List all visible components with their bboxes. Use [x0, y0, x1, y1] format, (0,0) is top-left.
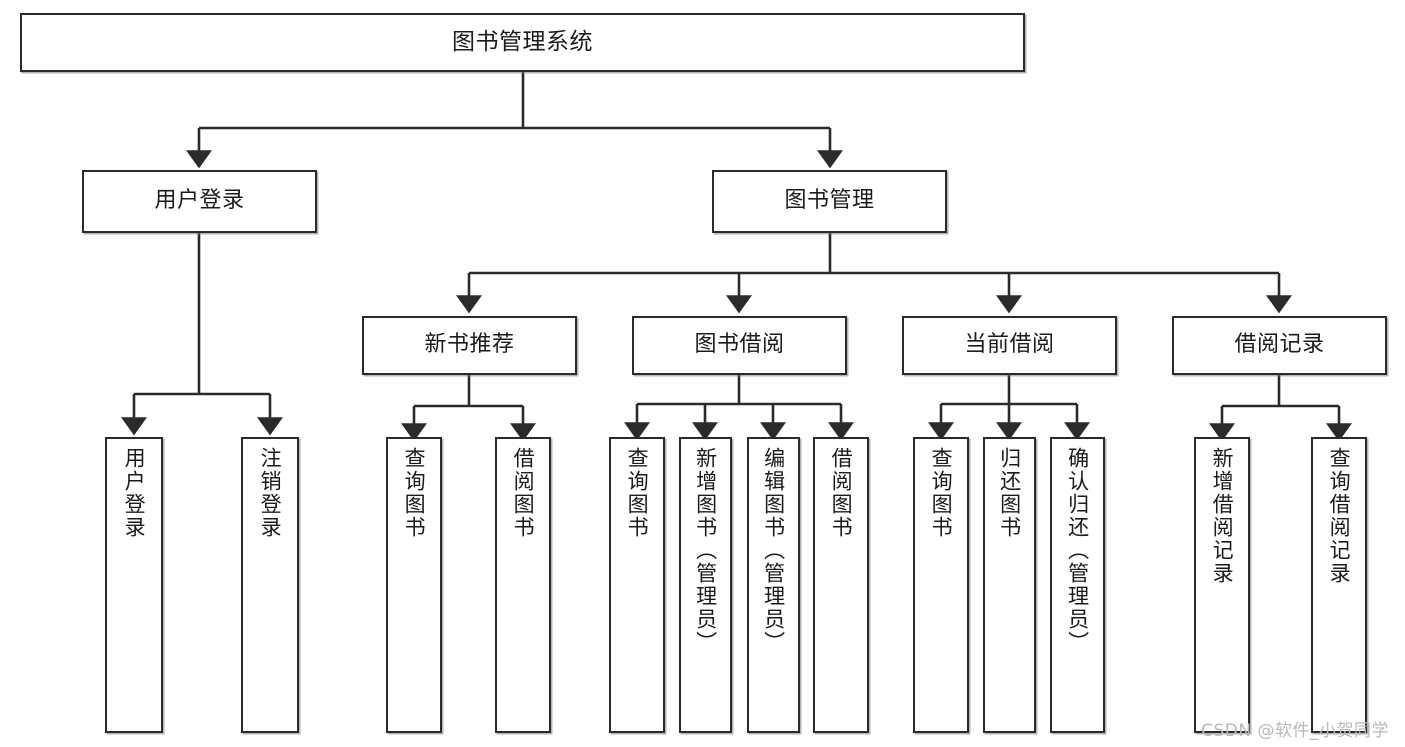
node-borrow-records-label: 借阅记录: [1234, 332, 1325, 358]
leaf-new-book-1-label: 借阅图书: [511, 447, 536, 539]
leaf-current-1[interactable]: 归还图书: [983, 437, 1036, 733]
leaf-user-login-0-label: 用户登录: [122, 447, 147, 539]
leaf-borrow-1[interactable]: 新增图书（管理员）: [679, 437, 732, 733]
leaf-new-book-0-label: 查询图书: [402, 447, 427, 539]
leaf-records-0-label: 新增借阅记录: [1210, 447, 1235, 585]
leaf-borrow-1-label: 新增图书（管理员）: [693, 447, 718, 654]
leaf-borrow-2-label: 编辑图书（管理员）: [761, 447, 786, 654]
leaf-borrow-3-label: 借阅图书: [829, 447, 854, 539]
leaf-current-0[interactable]: 查询图书: [913, 437, 969, 733]
node-book-manage-label: 图书管理: [784, 188, 875, 214]
leaf-new-book-0[interactable]: 查询图书: [386, 437, 442, 733]
node-root[interactable]: 图书管理系统: [20, 13, 1025, 72]
leaf-new-book-1[interactable]: 借阅图书: [495, 437, 551, 733]
leaf-borrow-2[interactable]: 编辑图书（管理员）: [747, 437, 800, 733]
node-user-login-label: 用户登录: [154, 188, 245, 214]
node-book-borrow-label: 图书借阅: [694, 332, 785, 358]
watermark-text: CSDN @软件_小贺同学: [1201, 721, 1389, 741]
node-new-book-label: 新书推荐: [424, 332, 515, 358]
node-new-book[interactable]: 新书推荐: [362, 316, 577, 375]
node-root-label: 图书管理系统: [452, 28, 593, 55]
leaf-records-0[interactable]: 新增借阅记录: [1194, 437, 1250, 733]
leaf-current-1-label: 归还图书: [997, 447, 1022, 539]
node-borrow-records[interactable]: 借阅记录: [1172, 316, 1387, 375]
leaf-current-2-label: 确认归还（管理员）: [1065, 447, 1090, 654]
leaf-user-login-1-label: 注销登录: [258, 447, 283, 539]
leaf-current-2[interactable]: 确认归还（管理员）: [1050, 437, 1105, 733]
leaf-user-login-1[interactable]: 注销登录: [241, 437, 299, 733]
node-current-borrow-label: 当前借阅: [964, 332, 1055, 358]
leaf-borrow-0[interactable]: 查询图书: [609, 437, 665, 733]
leaf-records-1[interactable]: 查询借阅记录: [1311, 437, 1367, 733]
leaf-current-0-label: 查询图书: [929, 447, 954, 539]
leaf-user-login-0[interactable]: 用户登录: [105, 437, 163, 733]
leaf-records-1-label: 查询借阅记录: [1327, 447, 1352, 585]
node-user-login[interactable]: 用户登录: [82, 170, 317, 233]
node-book-borrow[interactable]: 图书借阅: [632, 316, 847, 375]
leaf-borrow-0-label: 查询图书: [625, 447, 650, 539]
node-book-manage[interactable]: 图书管理: [712, 170, 947, 233]
leaf-borrow-3[interactable]: 借阅图书: [813, 437, 869, 733]
node-current-borrow[interactable]: 当前借阅: [902, 316, 1117, 375]
